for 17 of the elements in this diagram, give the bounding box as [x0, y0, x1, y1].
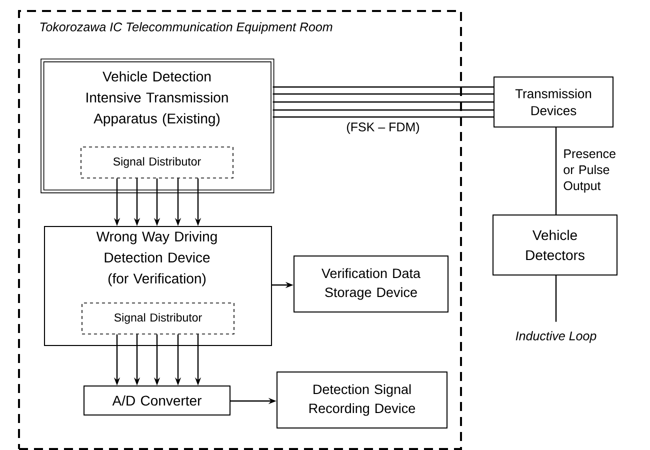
- edge-label: Presence or Pulse Output: [562, 148, 622, 194]
- connector-line: [272, 116, 494, 118]
- connector-line: [555, 128, 557, 214]
- connector-line: [555, 276, 557, 322]
- device-box: Transmission Devices: [494, 76, 614, 128]
- connector-line: [272, 93, 494, 95]
- distributor-box: Signal Distributor: [82, 302, 234, 334]
- connector-line: [272, 101, 494, 103]
- converter-box: A/D Converter: [84, 386, 230, 416]
- connector-line: [272, 86, 494, 88]
- loop-label: Inductive Loop: [516, 331, 596, 343]
- edge-label: (FSK – FDM): [345, 121, 421, 135]
- distributor-box: Signal Distributor: [80, 146, 234, 178]
- connector-line: [272, 109, 494, 111]
- device-box: Verification Data Storage Device: [294, 256, 448, 312]
- device-box: Detection Signal Recording Device: [276, 372, 448, 428]
- detector-box: Vehicle Detectors: [492, 214, 618, 276]
